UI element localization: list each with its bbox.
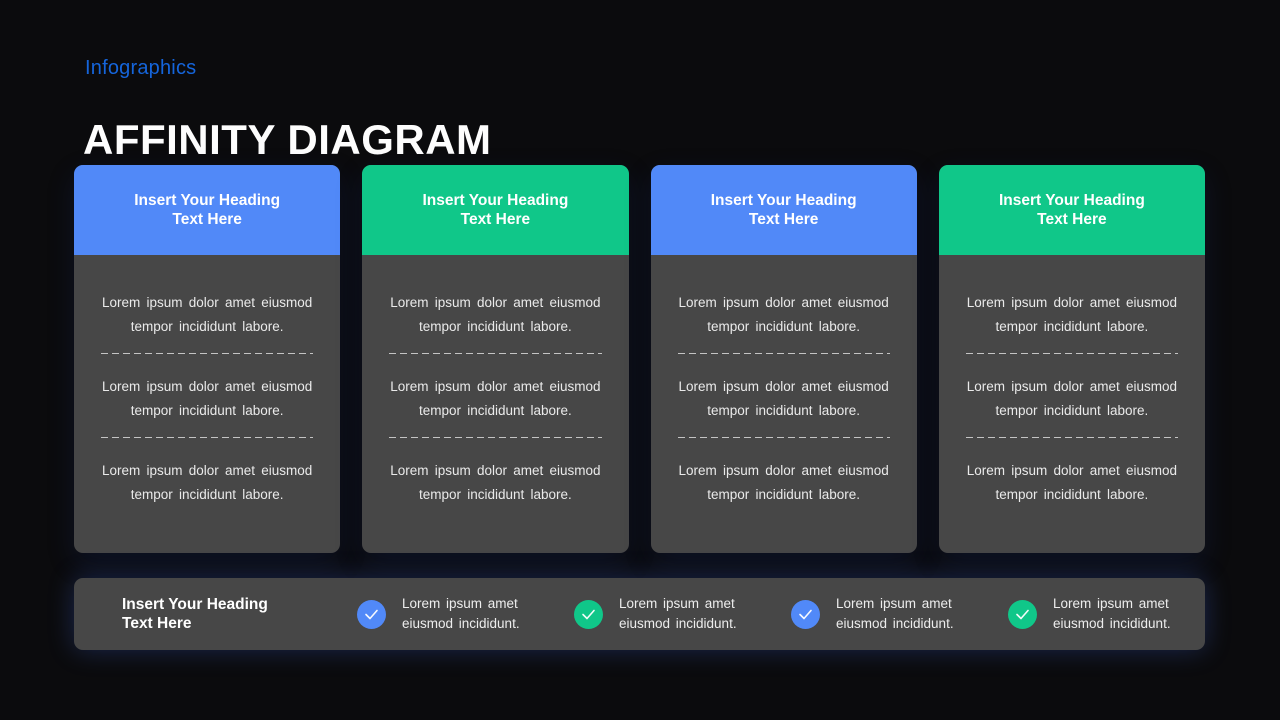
affinity-card-1: Insert Your Heading Text Here Lorem ipsu…: [74, 165, 341, 553]
dashed-divider: [389, 437, 602, 438]
check-icon: [791, 599, 820, 629]
dashed-divider: [101, 353, 314, 354]
footer-item-label: Lorem ipsum amet eiusmod incididunt.: [836, 596, 954, 631]
footer-heading: Insert Your Heading Text Here: [122, 596, 268, 632]
card-heading: Insert Your Heading Text Here: [650, 165, 917, 255]
footer-item-4: Lorem ipsum amet eiusmod incididunt.: [1008, 594, 1225, 634]
footer-item-2: Lorem ipsum amet eiusmod incididunt.: [574, 594, 791, 634]
dashed-divider: [965, 437, 1178, 438]
affinity-card-4: Insert Your Heading Text Here Lorem ipsu…: [938, 165, 1205, 553]
card-text: Lorem ipsum dolor amet eiusmod tempor in…: [101, 463, 313, 502]
dashed-divider: [389, 353, 602, 354]
card-text: Lorem ipsum dolor amet eiusmod tempor in…: [390, 295, 601, 334]
affinity-card-3: Insert Your Heading Text Here Lorem ipsu…: [650, 165, 917, 553]
footer-item-label: Lorem ipsum amet eiusmod incididunt.: [1053, 596, 1171, 631]
footer-item-1: Lorem ipsum amet eiusmod incididunt.: [357, 594, 574, 634]
card-text: Lorem ipsum dolor amet eiusmod tempor in…: [678, 463, 889, 502]
check-icon: [1008, 599, 1037, 629]
card-text: Lorem ipsum dolor amet eiusmod tempor in…: [966, 295, 1178, 334]
page-title: AFFINITY DIAGRAM: [83, 116, 492, 164]
dashed-divider: [101, 437, 314, 438]
card-heading: Insert Your Heading Text Here: [938, 165, 1205, 255]
card-text: Lorem ipsum dolor amet eiusmod tempor in…: [101, 295, 313, 334]
footer-item-label: Lorem ipsum amet eiusmod incididunt.: [402, 596, 520, 631]
dashed-divider: [677, 437, 890, 438]
affinity-card-2: Insert Your Heading Text Here Lorem ipsu…: [362, 165, 629, 553]
card-heading: Insert Your Heading Text Here: [362, 165, 629, 255]
card-body: Lorem ipsum dolor amet eiusmod tempor in…: [362, 255, 628, 553]
footer-bar: Insert Your Heading Text Here Lorem ipsu…: [74, 578, 1205, 650]
card-heading: Insert Your Heading Text Here: [74, 165, 341, 255]
footer-item-3: Lorem ipsum amet eiusmod incididunt.: [791, 594, 1008, 634]
eyebrow-label: Infographics: [85, 57, 197, 79]
check-icon: [357, 599, 386, 629]
check-icon: [574, 599, 603, 629]
card-text: Lorem ipsum dolor amet eiusmod tempor in…: [101, 379, 313, 418]
card-text: Lorem ipsum dolor amet eiusmod tempor in…: [390, 463, 601, 502]
footer-item-label: Lorem ipsum amet eiusmod incididunt.: [619, 596, 737, 631]
dashed-divider: [965, 353, 1178, 354]
card-body: Lorem ipsum dolor amet eiusmod tempor in…: [651, 255, 917, 553]
card-text: Lorem ipsum dolor amet eiusmod tempor in…: [966, 463, 1178, 502]
cards-row: Insert Your Heading Text Here Lorem ipsu…: [74, 165, 1205, 553]
card-text: Lorem ipsum dolor amet eiusmod tempor in…: [678, 379, 889, 418]
dashed-divider: [677, 353, 890, 354]
card-text: Lorem ipsum dolor amet eiusmod tempor in…: [678, 295, 889, 334]
card-body: Lorem ipsum dolor amet eiusmod tempor in…: [939, 255, 1205, 553]
card-body: Lorem ipsum dolor amet eiusmod tempor in…: [74, 255, 340, 553]
footer-items: Lorem ipsum amet eiusmod incididunt. Lor…: [357, 578, 1225, 650]
card-text: Lorem ipsum dolor amet eiusmod tempor in…: [390, 379, 601, 418]
card-text: Lorem ipsum dolor amet eiusmod tempor in…: [966, 379, 1178, 418]
